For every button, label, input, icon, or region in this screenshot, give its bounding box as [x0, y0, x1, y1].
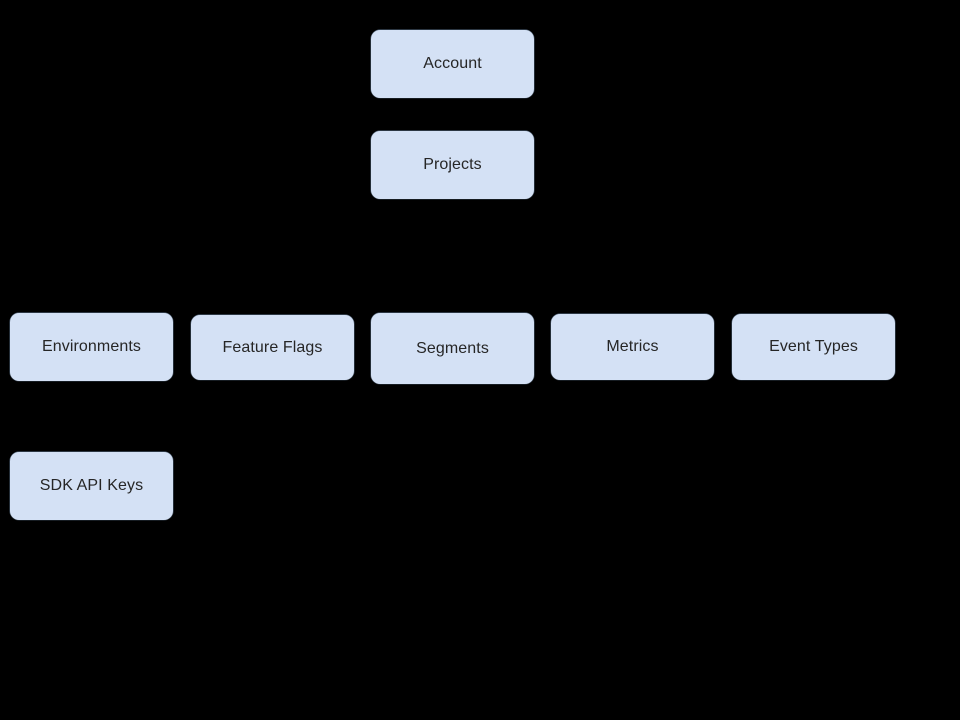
node-event-types[interactable]: Event Types — [732, 314, 895, 380]
node-label: Feature Flags — [222, 338, 323, 356]
node-label: Event Types — [769, 338, 858, 356]
node-label: Environments — [41, 338, 142, 356]
node-sdk-api-keys[interactable]: SDK API Keys — [10, 452, 173, 520]
node-label: SDK API Keys — [39, 477, 144, 495]
node-feature-flags[interactable]: Feature Flags — [191, 315, 354, 380]
node-account[interactable]: Account — [371, 30, 534, 98]
node-environments[interactable]: Environments — [10, 313, 173, 381]
node-metrics[interactable]: Metrics — [551, 314, 714, 380]
node-label: Projects — [423, 156, 482, 174]
node-projects[interactable]: Projects — [371, 131, 534, 199]
node-label: Metrics — [606, 338, 659, 356]
node-segments[interactable]: Segments — [371, 313, 534, 384]
node-label: Segments — [416, 339, 489, 357]
node-label: Account — [423, 55, 482, 73]
